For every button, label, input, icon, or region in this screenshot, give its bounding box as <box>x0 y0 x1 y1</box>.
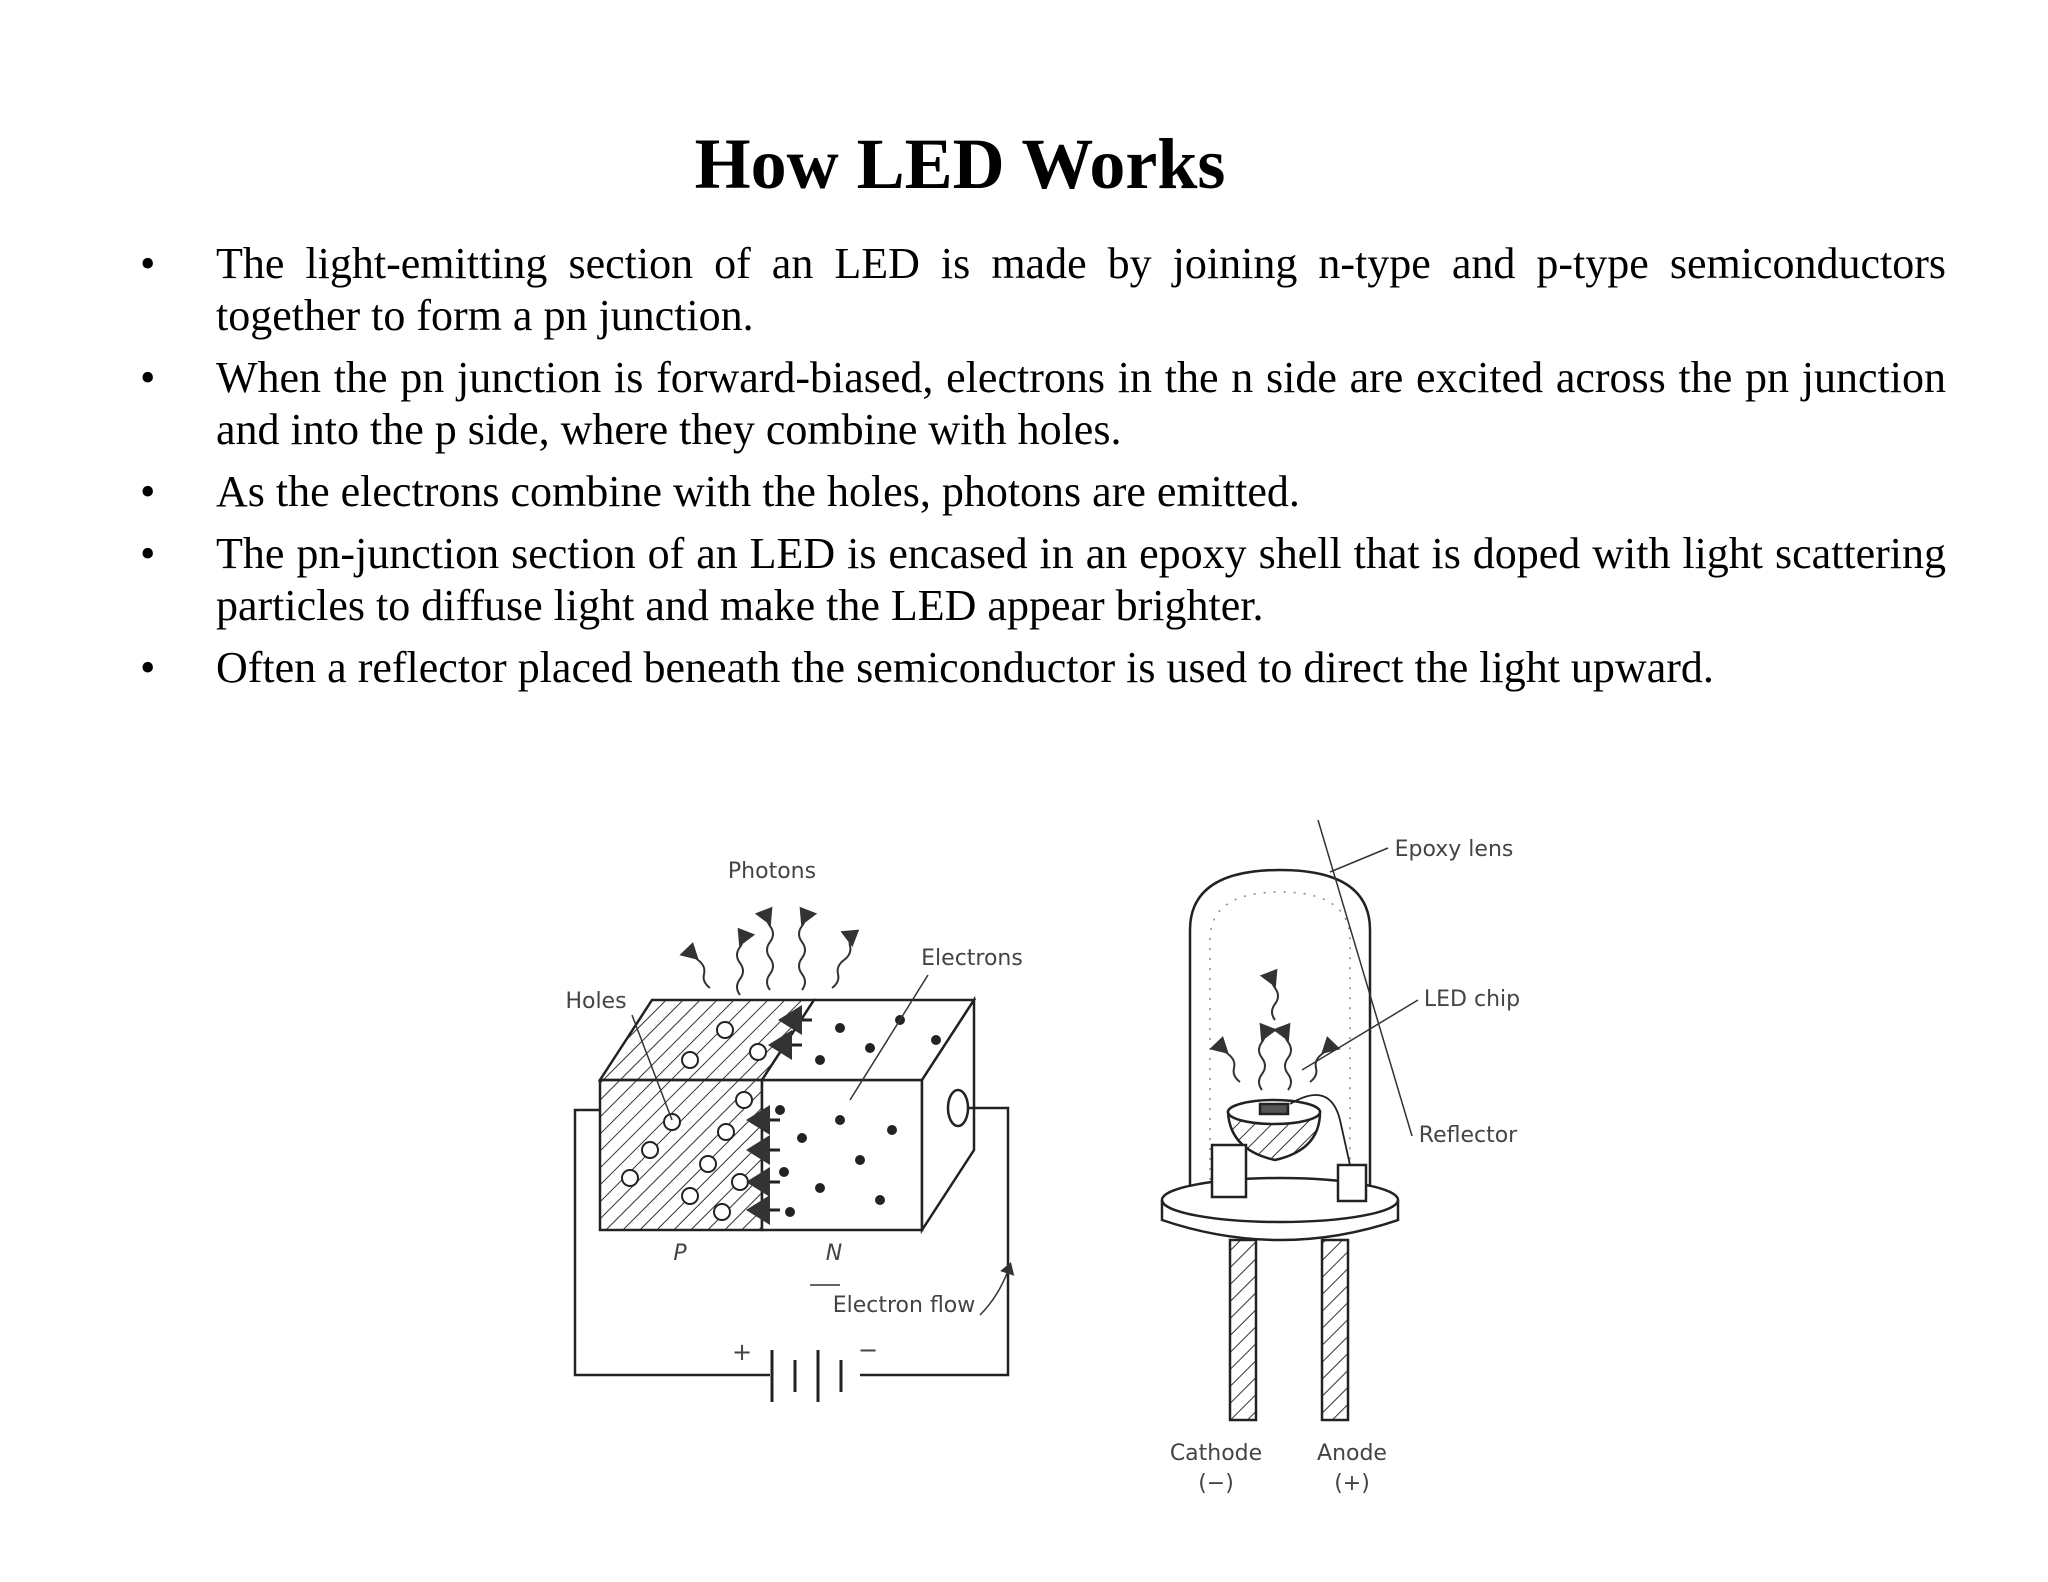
electron <box>779 1167 789 1177</box>
bullet-text: When the pn junction is forward-biased, … <box>216 353 1946 454</box>
holes-group <box>621 1021 767 1221</box>
n-label: N <box>826 1241 842 1266</box>
right-contact <box>946 1088 970 1128</box>
hole <box>699 1155 717 1173</box>
bullet-text: Often a reflector placed beneath the sem… <box>216 643 1714 692</box>
bullet-item: • The pn-junction section of an LED is en… <box>140 528 1946 632</box>
anode-leg <box>1320 1238 1350 1422</box>
bullet-item: • As the electrons combine with the holes… <box>140 466 1946 518</box>
bullet-dot: • <box>140 239 156 288</box>
photons-label: Photons <box>728 859 816 884</box>
anode-sign-label: (+) <box>1334 1471 1370 1496</box>
epoxy-dome <box>1188 868 1372 1190</box>
photon-squiggles <box>679 906 860 996</box>
bullet-dot: • <box>140 467 156 516</box>
recombination-arrows <box>746 1005 812 1225</box>
battery-plus-label: + <box>732 1338 752 1366</box>
electron-flow-arrow <box>979 1262 1015 1316</box>
battery-minus-label: − <box>858 1336 878 1364</box>
anode-label: Anode <box>1317 1441 1387 1466</box>
bullet-dot: • <box>140 353 156 402</box>
reflector-cup <box>1226 1110 1322 1162</box>
electron <box>887 1125 897 1135</box>
cathode-leg <box>1228 1238 1258 1422</box>
bullet-dot: • <box>140 529 156 578</box>
hole <box>716 1021 734 1039</box>
electron-flow-label: Electron flow <box>833 1293 976 1318</box>
cathode-sign-label: (−) <box>1198 1471 1234 1496</box>
bullet-list: • The light-emitting section of an LED is… <box>140 238 1946 704</box>
bullet-item: • When the pn junction is forward-biased,… <box>140 352 1946 456</box>
hole <box>621 1169 639 1187</box>
hole <box>641 1141 659 1159</box>
holes-label: Holes <box>565 989 626 1014</box>
cathode-label: Cathode <box>1170 1441 1262 1466</box>
led-package-diagram <box>1160 868 1400 1422</box>
hole <box>717 1123 735 1141</box>
bullet-item: • Often a reflector placed beneath the se… <box>140 642 1946 694</box>
electron <box>797 1133 807 1143</box>
electron <box>931 1035 941 1045</box>
electrons-group <box>775 1015 941 1217</box>
bullet-item: • The light-emitting section of an LED is… <box>140 238 1946 342</box>
pn-junction-diagram <box>573 995 1010 1402</box>
hole <box>749 1043 767 1061</box>
electron <box>815 1055 825 1065</box>
bullet-text: The light-emitting section of an LED is … <box>216 239 1946 340</box>
hole <box>663 1113 681 1131</box>
led-illustration: Photons Electrons Holes P N Electron flo… <box>565 820 1520 1496</box>
p-label: P <box>673 1241 687 1266</box>
bond-wire <box>1289 1094 1351 1166</box>
anode-post <box>1336 1163 1368 1203</box>
led-leaders <box>1301 820 1419 1137</box>
page-title: How LED Works <box>694 124 1226 204</box>
junction-leaders <box>631 974 1015 1316</box>
electron <box>875 1195 885 1205</box>
hole <box>681 1051 699 1069</box>
electron <box>855 1155 865 1165</box>
n-region-face <box>760 1078 924 1232</box>
hole <box>735 1091 753 1109</box>
led-chip <box>1258 1102 1290 1116</box>
bullet-dot: • <box>140 643 156 692</box>
led-chip-label: LED chip <box>1424 987 1520 1012</box>
hole <box>731 1173 749 1191</box>
led-photon-squiggles <box>1209 968 1341 1091</box>
electron <box>815 1183 825 1193</box>
electron <box>835 1115 845 1125</box>
circuit-wire <box>573 1108 770 1377</box>
epoxy-dome-inner <box>1209 891 1351 1180</box>
bullet-text: As the electrons combine with the holes,… <box>216 467 1300 516</box>
epoxy-lens-label: Epoxy lens <box>1395 837 1514 862</box>
electron <box>785 1207 795 1217</box>
cathode-post <box>1210 1143 1248 1199</box>
reflector-label: Reflector <box>1419 1123 1518 1148</box>
electron <box>775 1105 785 1115</box>
electrons-label: Electrons <box>921 946 1023 971</box>
hole <box>713 1203 731 1221</box>
hole <box>681 1187 699 1205</box>
base-flange-side <box>1160 1200 1400 1242</box>
electron <box>865 1043 875 1053</box>
electron <box>835 1023 845 1033</box>
p-region-face <box>598 1078 764 1232</box>
circuit-wire <box>860 1106 1010 1377</box>
bullet-text: The pn-junction section of an LED is enc… <box>216 529 1946 630</box>
